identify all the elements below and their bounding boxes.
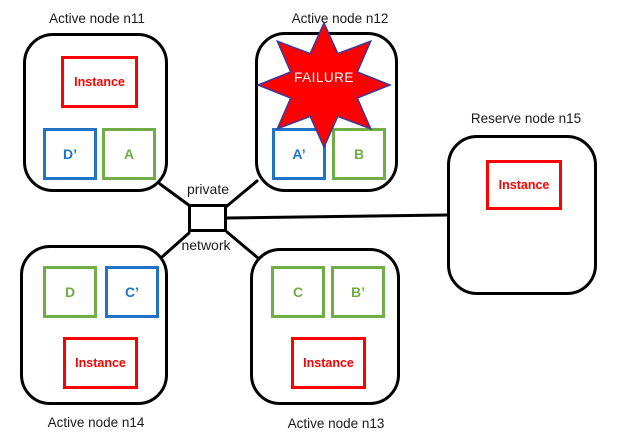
slot-d-replica: D’ — [43, 128, 97, 180]
slot-label: B’ — [351, 284, 365, 300]
slot-c: C — [271, 266, 325, 318]
slot-label: B — [353, 146, 365, 162]
network-switch — [188, 204, 227, 232]
slot-label: C’ — [125, 284, 139, 300]
instance-label: Instance — [74, 75, 125, 89]
node-n15: Instance — [447, 135, 597, 295]
network-label: network — [181, 237, 231, 253]
slot-label: A — [123, 146, 135, 162]
slot-d: D — [43, 266, 97, 318]
slot-label: D — [64, 284, 76, 300]
instance-label: Instance — [303, 356, 354, 370]
slot-a-replica: A’ — [272, 128, 326, 180]
link-n15-switch — [225, 213, 449, 220]
failure-label: FAILURE — [294, 70, 354, 85]
instance-label: Instance — [498, 178, 550, 192]
node-n11-title: Active node n11 — [49, 11, 145, 26]
node-n14-title: Active node n14 — [47, 415, 145, 430]
node-n13-title: Active node n13 — [287, 416, 385, 431]
node-n11: Instance D’ A — [23, 33, 168, 192]
slot-c-replica: C’ — [105, 266, 159, 318]
instance-box: Instance — [486, 160, 562, 210]
slot-label: C — [292, 284, 304, 300]
slot-label: A’ — [292, 146, 306, 162]
instance-label: Instance — [75, 356, 126, 370]
node-n15-title: Reserve node n15 — [470, 111, 582, 126]
instance-box: Instance — [61, 56, 138, 108]
slot-label: D’ — [63, 146, 77, 162]
node-n12: A’ B — [255, 32, 398, 192]
slot-b: B — [332, 128, 386, 180]
instance-box: Instance — [63, 337, 138, 389]
node-n14: D C’ Instance — [20, 245, 168, 405]
instance-box: Instance — [291, 337, 366, 389]
private-label: private — [186, 181, 230, 197]
node-n12-title: Active node n12 — [291, 11, 389, 26]
slot-a: A — [102, 128, 156, 180]
slot-b-replica: B’ — [331, 266, 385, 318]
node-n13: C B’ Instance — [250, 248, 400, 405]
